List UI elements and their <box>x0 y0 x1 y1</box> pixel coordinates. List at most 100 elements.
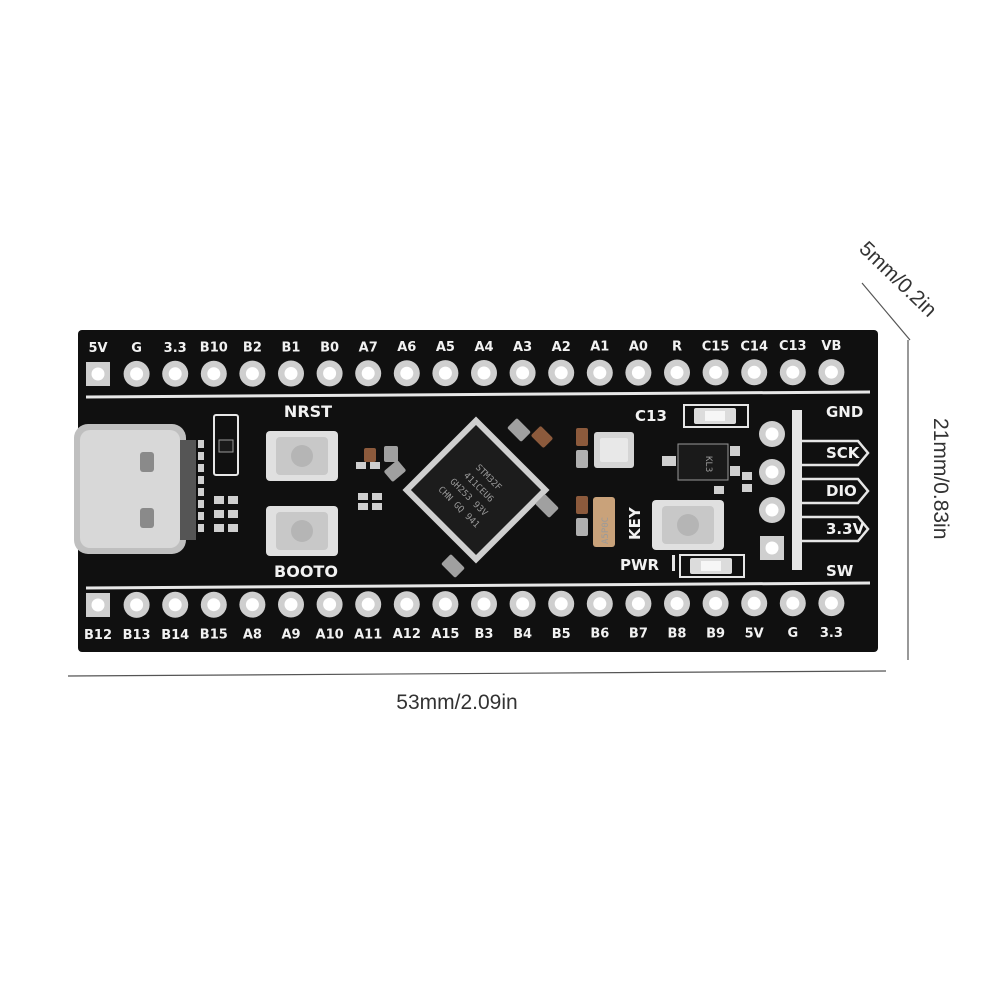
top-pin-label: A1 <box>590 340 609 355</box>
smd-components-center <box>356 446 406 510</box>
top-pin-label: B10 <box>200 341 228 356</box>
nrst-button <box>266 431 338 481</box>
bottom-pin-label: B4 <box>513 627 532 642</box>
bottom-pin-hole <box>747 596 761 610</box>
rtc-crystal: A5P0C <box>593 497 615 547</box>
bottom-pin-label: B8 <box>668 627 687 642</box>
usb-c-connector <box>74 424 196 554</box>
top-pin-label: B1 <box>282 341 301 356</box>
top-pin-hole <box>168 367 182 381</box>
smd-components-left <box>213 414 239 532</box>
top-pin-label: A5 <box>436 340 455 355</box>
top-pin-hole <box>438 366 452 380</box>
voltage-regulator: KL3 <box>662 443 752 494</box>
top-pin-label: R <box>672 340 682 355</box>
bottom-pin-label: B12 <box>84 628 112 643</box>
swd-pin-hole <box>765 503 779 517</box>
swd-bracket <box>792 410 802 570</box>
boot0-label: BOOTO <box>274 562 338 581</box>
height-label: 21mm/0.83in <box>929 418 952 539</box>
mcu-chip: STM32F 411CEU6 GH253 93V CHN GQ 941 <box>402 416 550 564</box>
top-pin-label: A7 <box>359 340 378 355</box>
nrst-label: NRST <box>284 402 332 421</box>
top-pin-hole <box>323 366 337 380</box>
bottom-pin-hole <box>207 598 221 612</box>
regulator-marking: KL3 <box>703 456 713 472</box>
top-pin-hole <box>824 365 838 379</box>
top-pin-hole <box>284 367 298 380</box>
top-pin-hole <box>709 365 723 379</box>
bottom-pin-label: B7 <box>629 627 648 642</box>
swd-arrow <box>802 515 870 543</box>
top-pin-label: G <box>131 341 142 356</box>
swd-arrows <box>802 439 870 543</box>
top-pin-label: C13 <box>779 339 807 354</box>
top-pin-hole <box>477 366 491 380</box>
bottom-pin-hole <box>323 597 337 611</box>
bottom-pin-hole <box>670 597 684 610</box>
bottom-pin-label: A11 <box>354 627 382 642</box>
swd-arrow <box>802 477 870 505</box>
bottom-pin-header <box>86 590 845 618</box>
c13-led <box>683 404 749 428</box>
swd-pin-hole <box>765 427 779 441</box>
swd-arrow <box>802 439 870 467</box>
top-pin-hole <box>554 366 568 380</box>
chip-capacitors <box>441 418 588 578</box>
bottom-header-divider <box>85 581 871 590</box>
thickness-label: 5mm/0.2in <box>855 237 942 322</box>
width-label: 53mm/2.09in <box>396 691 517 714</box>
swd-pin-label: SW <box>826 562 854 580</box>
swd-pin-hole <box>765 465 779 479</box>
bottom-pin-hole <box>709 596 723 610</box>
bottom-pin-label: B9 <box>706 626 725 641</box>
bottom-pin-hole <box>284 598 298 611</box>
dimension-lines <box>67 282 911 677</box>
crystal-oscillator <box>594 432 634 468</box>
bottom-pin-hole <box>361 597 375 611</box>
top-pin-hole <box>670 366 684 379</box>
bottom-pin-hole <box>91 598 105 612</box>
swd-pin-hole <box>765 541 779 555</box>
bottom-pin-label: B15 <box>200 628 228 643</box>
top-pin-label: B0 <box>320 340 339 355</box>
top-pin-label: 5V <box>88 341 107 356</box>
bottom-pin-hole <box>245 598 259 612</box>
bottom-pin-label: B5 <box>552 627 571 642</box>
top-pin-hole <box>747 365 761 379</box>
top-pin-label: C15 <box>702 339 730 354</box>
top-pin-hole <box>91 367 105 381</box>
swd-pin-label: DIO <box>826 482 857 500</box>
swd-pin-label: SCK <box>826 444 861 462</box>
bottom-pin-label: B13 <box>123 628 151 643</box>
top-pin-hole <box>516 366 530 380</box>
top-pin-hole <box>361 366 375 380</box>
top-pin-hole <box>245 367 259 381</box>
bottom-pin-hole <box>824 596 838 610</box>
bottom-pin-hole <box>593 597 607 611</box>
boot0-button <box>266 506 338 556</box>
bottom-pin-label: B3 <box>475 627 494 642</box>
bottom-pin-label: G <box>787 626 798 641</box>
key-button <box>652 500 724 550</box>
bottom-pin-hole <box>516 597 530 611</box>
bottom-pin-label: 5V <box>745 626 764 641</box>
bottom-pin-label: A10 <box>316 627 344 642</box>
bottom-pin-label: A9 <box>281 628 300 643</box>
top-pin-label: C14 <box>740 339 768 354</box>
bottom-pin-label: A8 <box>243 628 262 643</box>
bottom-pin-hole <box>130 598 144 612</box>
top-pin-label: A4 <box>474 340 493 355</box>
bottom-pin-hole <box>400 597 414 611</box>
top-pin-label: VB <box>821 339 841 354</box>
pwr-led <box>679 554 745 578</box>
bottom-pin-hole <box>786 596 800 610</box>
top-pin-label: 3.3 <box>164 341 187 356</box>
top-pin-hole <box>631 366 645 380</box>
top-pin-label: A3 <box>513 340 532 355</box>
top-pin-label: A6 <box>397 340 416 355</box>
bottom-pin-label: A12 <box>393 627 421 642</box>
